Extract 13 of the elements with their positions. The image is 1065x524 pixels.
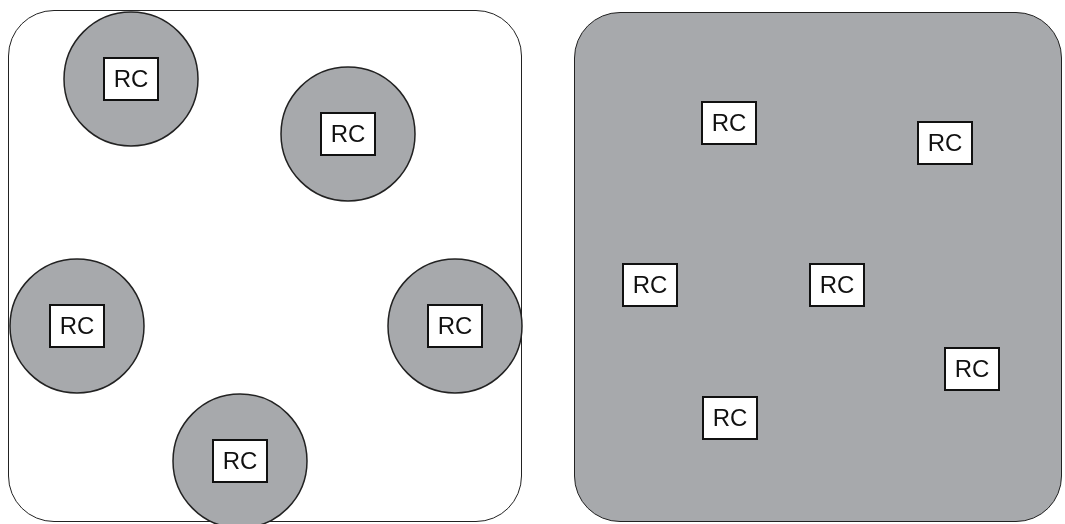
text-box: RC [622, 263, 678, 307]
text-box: RC [49, 304, 105, 348]
text-box: RC [917, 121, 973, 165]
text-box: RC [944, 347, 1000, 391]
rounded-panel [574, 12, 1062, 522]
rounded-panel [8, 10, 522, 522]
text-box: RC [103, 57, 159, 101]
text-box: RC [427, 304, 483, 348]
text-box: RC [702, 396, 758, 440]
text-box: RC [320, 112, 376, 156]
text-box: RC [212, 439, 268, 483]
text-box: RC [809, 263, 865, 307]
text-box: RC [701, 101, 757, 145]
